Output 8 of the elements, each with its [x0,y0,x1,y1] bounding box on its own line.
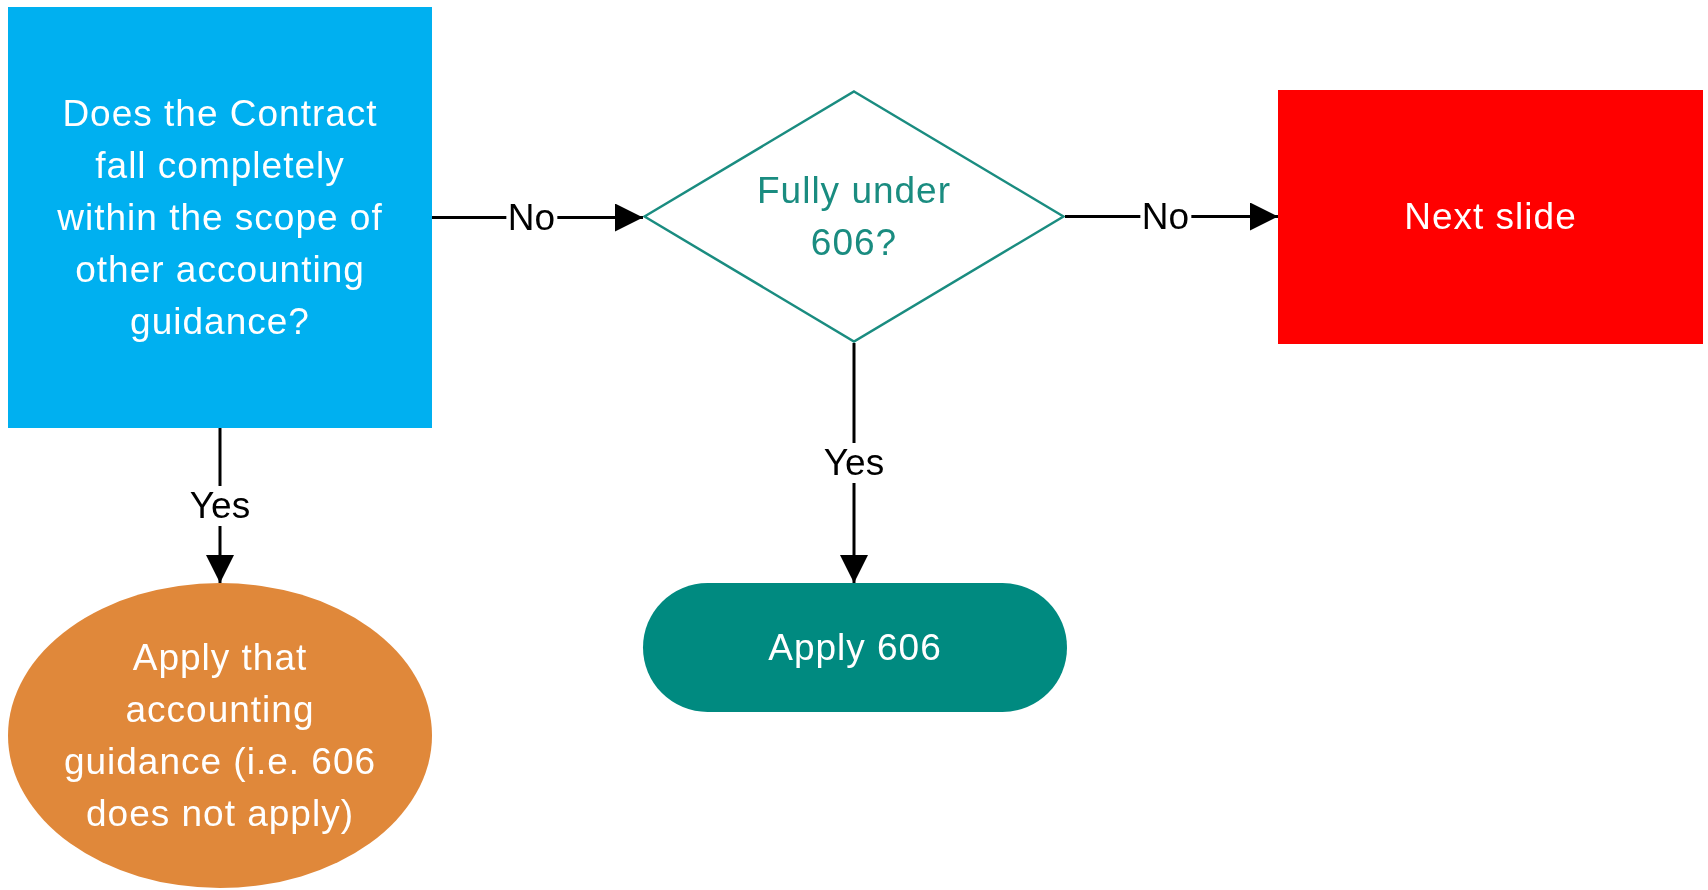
node-text: Next slide [1404,195,1577,239]
decision-diamond [643,90,1065,343]
node-text: Apply that accounting guidance (i.e. 606 does not apply) [62,635,378,836]
node-text: Does the Contract fall completely within the scope of other accounting guidance? [56,91,384,344]
node-text: Fully under 606? [756,168,952,265]
process-box [1278,90,1703,344]
node-text: Apply 606 [768,625,942,670]
process-box [8,7,432,428]
